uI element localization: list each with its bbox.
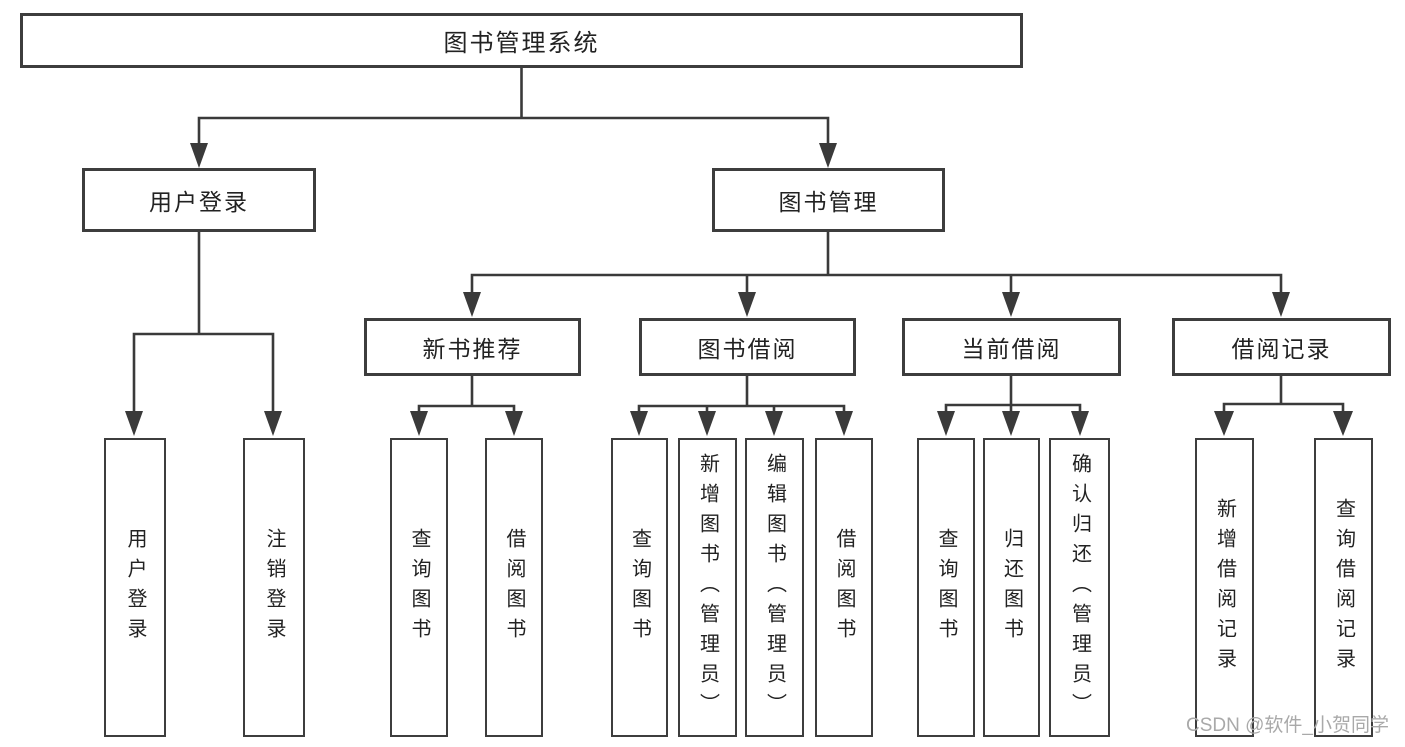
node-leaf-current-confirm-return-admin-label: 确认归还（管理员） [1068,452,1091,723]
node-current-borrow: 当前借阅 [902,318,1121,376]
node-borrow-records-label: 借阅记录 [1231,336,1332,362]
node-book-borrow: 图书借阅 [639,318,856,376]
node-leaf-borrow-borrow-book: 借阅图书 [815,438,873,737]
node-leaf-newbook-borrow-book: 借阅图书 [485,438,543,737]
node-leaf-user-login: 用户登录 [104,438,166,737]
node-leaf-current-return-book-label: 归还图书 [1000,527,1023,648]
node-leaf-borrow-query-book-label: 查询图书 [628,527,651,648]
node-leaf-current-confirm-return-admin: 确认归还（管理员） [1049,438,1110,737]
node-leaf-logout-label: 注销登录 [263,527,285,648]
node-leaf-borrow-add-book-admin-label: 新增图书（管理员） [696,452,719,723]
node-leaf-logout: 注销登录 [243,438,305,737]
node-current-borrow-label: 当前借阅 [961,336,1062,362]
node-leaf-current-query-book: 查询图书 [917,438,975,737]
node-leaf-records-query-record: 查询借阅记录 [1314,438,1373,737]
node-leaf-borrow-add-book-admin: 新增图书（管理员） [678,438,737,737]
node-leaf-records-query-record-label: 查询借阅记录 [1332,497,1355,678]
node-book-management-label: 图书管理 [778,189,879,215]
node-book-management: 图书管理 [712,168,945,232]
node-leaf-newbook-query-book-label: 查询图书 [408,527,430,648]
node-leaf-current-query-book-label: 查询图书 [935,527,957,648]
connector-borrow-records-branch [1214,376,1353,436]
node-system-root-label: 图书管理系统 [443,30,600,57]
node-user-login-label: 用户登录 [149,189,249,215]
node-book-borrow-label: 图书借阅 [697,336,798,362]
node-leaf-borrow-edit-book-admin-label: 编辑图书（管理员） [763,452,786,723]
node-new-book-recommend-label: 新书推荐 [422,336,523,362]
node-leaf-borrow-edit-book-admin: 编辑图书（管理员） [745,438,804,737]
node-leaf-current-return-book: 归还图书 [983,438,1040,737]
node-leaf-records-add-record: 新增借阅记录 [1195,438,1254,737]
node-leaf-borrow-query-book: 查询图书 [611,438,668,737]
connector-new-book-branch [410,376,523,436]
connector-user-login-branch [125,232,282,436]
connector-book-management-branch [463,232,1290,317]
node-leaf-user-login-label: 用户登录 [124,527,146,648]
node-leaf-newbook-query-book: 查询图书 [390,438,448,737]
connector-book-borrow-branch [630,376,853,436]
node-system-root: 图书管理系统 [20,13,1023,68]
node-leaf-records-add-record-label: 新增借阅记录 [1213,497,1236,678]
connector-current-borrow-branch [937,376,1089,436]
node-leaf-newbook-borrow-book-label: 借阅图书 [503,527,525,648]
node-new-book-recommend: 新书推荐 [364,318,581,376]
connector-root-to-level2 [190,68,837,168]
node-leaf-borrow-borrow-book-label: 借阅图书 [833,527,855,648]
node-borrow-records: 借阅记录 [1172,318,1391,376]
node-user-login: 用户登录 [82,168,316,232]
watermark: CSDN @软件_小贺同学 [1186,715,1389,736]
